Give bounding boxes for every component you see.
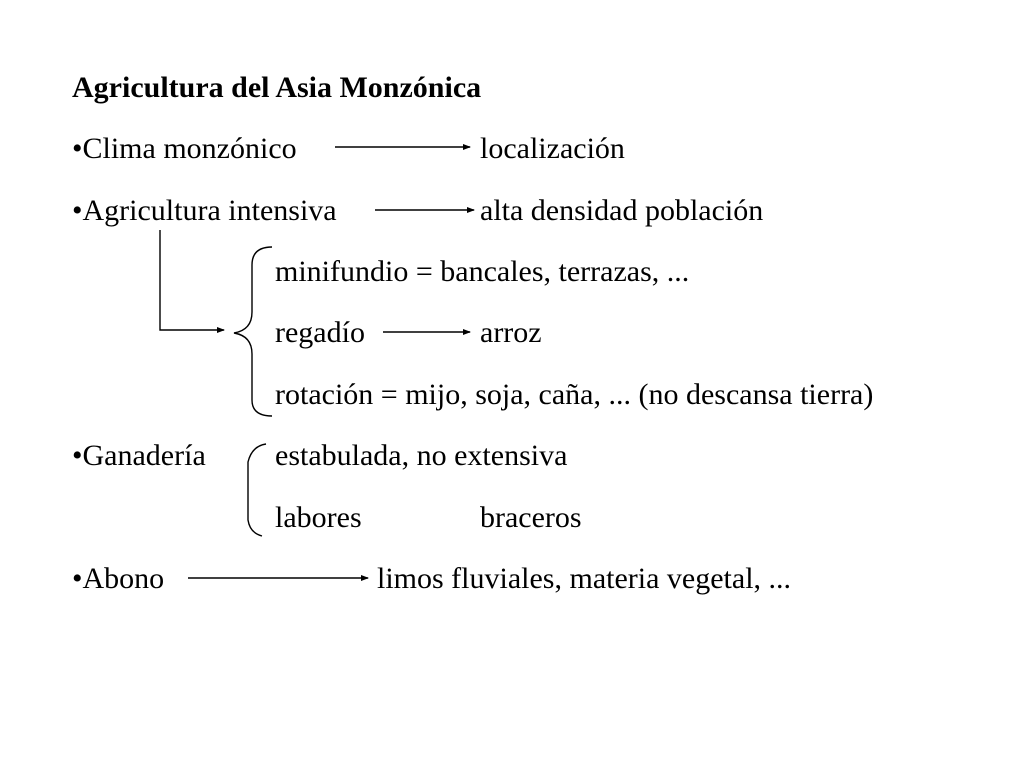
brace-agricultura [233, 246, 273, 417]
arrow-elbow-connector [159, 230, 225, 333]
agricultura-label: •Agricultura intensiva [72, 194, 337, 227]
minifundio-text: minifundio = bancales, terrazas, ... [275, 255, 690, 288]
slide-title: Agricultura del Asia Monzónica [72, 71, 482, 104]
labores-label: labores [275, 501, 362, 534]
agricultura-result: alta densidad población [480, 194, 764, 227]
brace-ganaderia [247, 443, 267, 537]
ganaderia-label: •Ganadería [72, 439, 206, 472]
regadio-result: arroz [480, 316, 542, 349]
rotacion-text: rotación = mijo, soja, caña, ... (no des… [275, 378, 874, 411]
labores-result: braceros [480, 501, 582, 534]
abono-result: limos fluviales, materia vegetal, ... [377, 562, 792, 595]
ganaderia-detail: estabulada, no extensiva [275, 439, 568, 472]
abono-label: •Abono [72, 562, 165, 595]
regadio-label: regadío [275, 316, 365, 349]
clima-label: •Clima monzónico [72, 132, 297, 165]
clima-result: localización [480, 132, 625, 165]
